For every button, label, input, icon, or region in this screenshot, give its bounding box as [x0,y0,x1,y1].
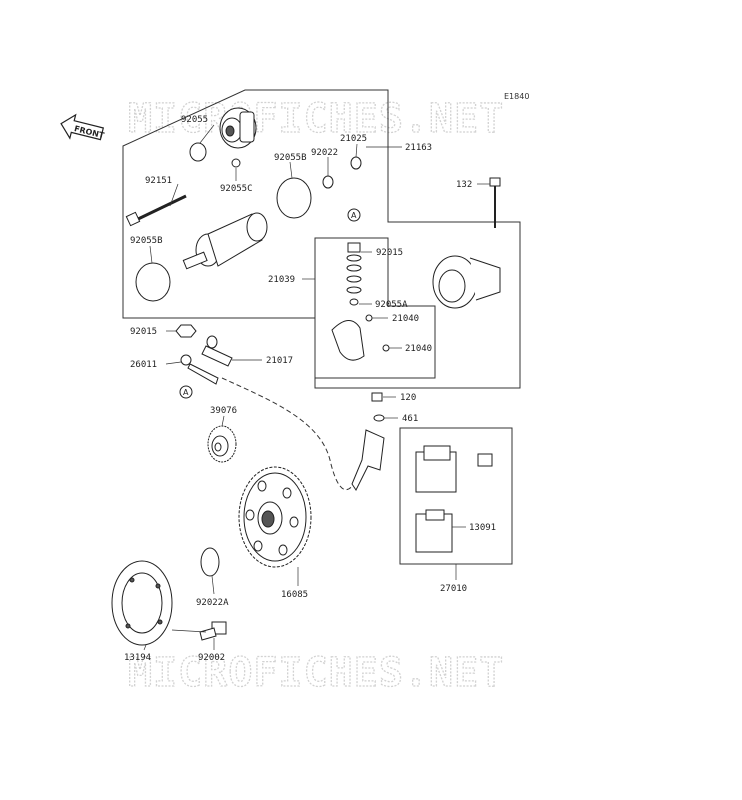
washer-21025 [350,156,362,170]
label-13091: 13091 [469,523,496,533]
label-21040-b: 21040 [405,344,432,354]
svg-text:A: A [183,388,189,397]
label-92055b-top: 92055B [274,153,307,163]
label-21039: 21039 [268,275,295,285]
label-92055c: 92055C [220,184,253,194]
label-92022: 92022 [311,148,338,158]
assembly-frame-21163 [122,89,521,389]
idle-gear-39076 [207,425,237,463]
assembly-frame-21039 [314,237,436,379]
o-ring-92055b-left [135,262,171,302]
label-21025: 21025 [340,134,367,144]
bolt-92002 [199,621,227,641]
leader-lines [143,124,490,651]
label-21017: 21017 [266,356,293,366]
label-92015-top: 92015 [376,248,403,258]
fuse [477,453,493,467]
label-92015-left: 92015 [130,327,157,337]
callout-a-bottom: A [179,385,193,399]
lead-26011 [180,354,219,385]
relay-cover-13091 [415,509,453,553]
starter-end-housing [432,255,501,309]
label-92055a: 92055A [375,300,408,310]
label-132: 132 [456,180,472,190]
label-92022a: 92022A [196,598,229,608]
label-27010: 27010 [440,584,467,594]
starter-gear-16085 [238,466,312,568]
nut-92015 [175,324,197,338]
label-26011: 26011 [130,360,157,370]
label-92002: 92002 [198,653,225,663]
label-21040-a: 21040 [392,314,419,324]
starter-cable [221,377,361,491]
washer-92022 [322,175,334,189]
washer-92022a [200,547,220,577]
o-ring-92055c [231,158,241,168]
callout-a-top: A [347,208,361,222]
svg-text:A: A [351,211,357,220]
one-way-clutch-13194 [111,560,173,646]
bolt-132 [489,177,501,228]
brush-holder [331,314,390,361]
starter-motor-body [182,212,268,270]
o-ring-92055b-top [276,177,312,219]
washer-stack-21039 [346,242,362,306]
starter-end-cover [219,107,257,149]
label-92055b-left: 92055B [130,236,163,246]
o-ring-92055 [189,142,207,162]
label-21163: 21163 [405,143,432,153]
label-92151: 92151 [145,176,172,186]
label-39076: 39076 [210,406,237,416]
label-461: 461 [402,414,418,424]
watermark-bottom: MICROFICHES.NET [128,650,504,696]
watermark-top: MICROFICHES.NET [128,96,504,142]
label-16085: 16085 [281,590,308,600]
bolt-92151 [125,194,187,227]
reference-code: E1840 [504,92,529,101]
relay-bracket [351,392,385,491]
label-13194: 13194 [124,653,151,663]
starter-relay [415,445,457,493]
label-92055: 92055 [181,115,208,125]
boot-21017 [201,335,233,367]
label-120: 120 [400,393,416,403]
front-arrow-icon: FRONT [60,113,106,140]
